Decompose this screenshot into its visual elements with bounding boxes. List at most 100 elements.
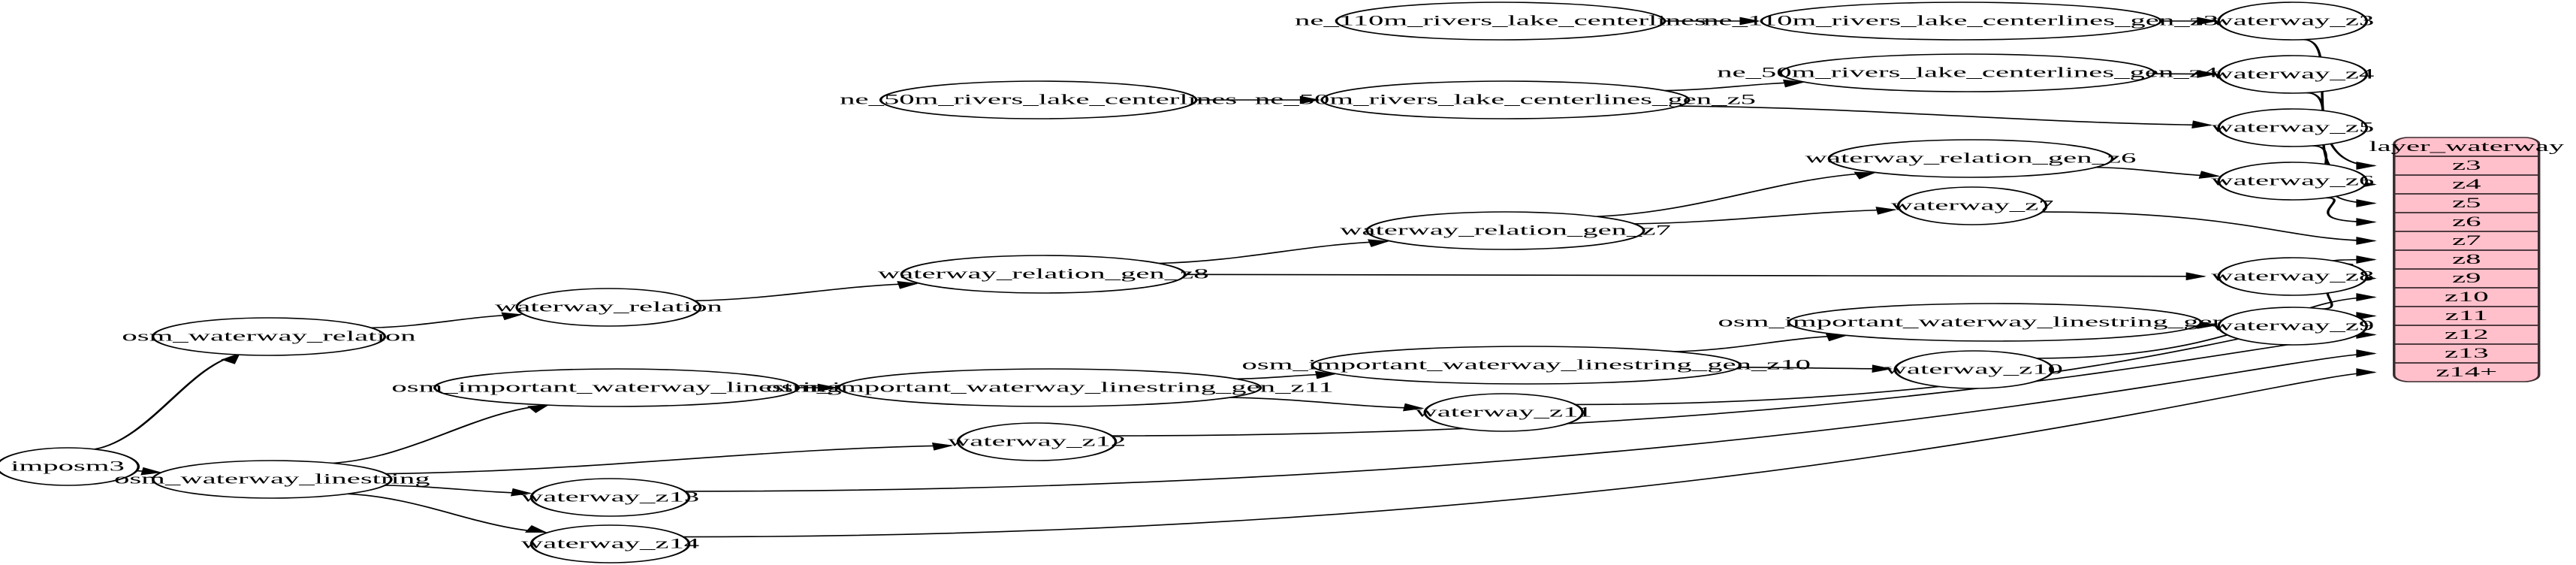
node-ellipse[interactable] bbox=[529, 478, 691, 517]
edge-arrowhead bbox=[2356, 312, 2377, 320]
graph-node-ne_50m_rivers_lake_centerlines_gen_z5[interactable]: ne_50m_rivers_lake_centerlines_gen_z5 bbox=[1255, 80, 1756, 119]
graph-node-waterway_z10[interactable]: waterway_z10 bbox=[1885, 350, 2063, 389]
graph-node-waterway_z12[interactable]: waterway_z12 bbox=[948, 422, 1126, 461]
table-row-z5[interactable]: z5 bbox=[2452, 195, 2481, 210]
table-row-z4[interactable]: z4 bbox=[2452, 176, 2481, 192]
node-label: osm_important_waterway_linestring_gen_z9 bbox=[1718, 314, 2272, 330]
edge-arrowhead bbox=[510, 488, 532, 497]
node-ellipse[interactable] bbox=[2217, 162, 2369, 201]
node-ellipse[interactable] bbox=[0, 447, 140, 486]
graph-node-waterway_z4[interactable]: waterway_z4 bbox=[2211, 55, 2374, 94]
table-row-z12[interactable]: z12 bbox=[2445, 326, 2489, 342]
graph-node-waterway_z11[interactable]: waterway_z11 bbox=[1415, 393, 1592, 432]
graph-node-ne_50m_rivers_lake_centerlines[interactable]: ne_50m_rivers_lake_centerlines bbox=[840, 80, 1237, 119]
edge-arrowhead bbox=[1854, 171, 1877, 180]
graph-edge bbox=[683, 371, 2375, 538]
node-ellipse[interactable] bbox=[879, 80, 1198, 119]
table-row-z3[interactable]: z3 bbox=[2452, 157, 2481, 173]
table-row-z8[interactable]: z8 bbox=[2452, 251, 2481, 267]
graph-edge bbox=[1158, 240, 1388, 264]
table-row-z9[interactable]: z9 bbox=[2452, 270, 2481, 286]
graph-node-waterway_z9[interactable]: waterway_z9 bbox=[2211, 307, 2374, 346]
node-ellipse[interactable] bbox=[2217, 307, 2369, 346]
edge-arrowhead bbox=[897, 281, 919, 289]
graph-node-osm_important_waterway_linestring[interactable]: osm_important_waterway_linestring bbox=[391, 368, 842, 407]
node-ellipse[interactable] bbox=[1787, 303, 2203, 342]
node-ellipse[interactable] bbox=[1335, 2, 1667, 41]
edge-arrowhead bbox=[1872, 364, 1893, 373]
node-ellipse[interactable] bbox=[2217, 108, 2369, 147]
node-label: ne_110m_rivers_lake_centerlines_gen_z3 bbox=[1703, 13, 2219, 29]
node-ellipse[interactable] bbox=[956, 422, 1118, 461]
graph-node-waterway_relation_gen_z6[interactable]: waterway_relation_gen_z6 bbox=[1805, 139, 2137, 178]
table-row-z11[interactable]: z11 bbox=[2445, 307, 2488, 323]
graph-node-osm_important_waterway_linestring_gen_z11[interactable]: osm_important_waterway_linestring_gen_z1… bbox=[766, 368, 1334, 407]
node-ellipse[interactable] bbox=[2217, 55, 2369, 94]
graph-node-osm_important_waterway_linestring_gen_z10[interactable]: osm_important_waterway_linestring_gen_z1… bbox=[1242, 346, 1811, 385]
graph-node-waterway_relation_gen_z8[interactable]: waterway_relation_gen_z8 bbox=[878, 255, 1209, 294]
graph-node-waterway_relation_gen_z7[interactable]: waterway_relation_gen_z7 bbox=[1340, 211, 1671, 250]
edge-arrowhead bbox=[2356, 218, 2377, 226]
graph-node-imposm3[interactable]: imposm3 bbox=[0, 447, 140, 486]
graph-node-osm_waterway_linestring[interactable]: osm_waterway_linestring bbox=[114, 460, 430, 499]
edge-arrowhead bbox=[1299, 95, 1321, 104]
graph-node-ne_110m_rivers_lake_centerlines_gen_z3[interactable]: ne_110m_rivers_lake_centerlines_gen_z3 bbox=[1703, 2, 2219, 41]
edge-arrowhead bbox=[524, 524, 547, 533]
node-label: ne_50m_rivers_lake_centerlines bbox=[840, 92, 1237, 107]
edge-arrowhead bbox=[1783, 79, 1805, 88]
node-label: waterway_z10 bbox=[1885, 361, 2063, 377]
graph-edge bbox=[1184, 273, 2205, 277]
edge-arrowhead bbox=[221, 354, 240, 364]
node-ellipse[interactable] bbox=[151, 317, 387, 356]
node-ellipse[interactable] bbox=[1827, 139, 2114, 178]
graph-node-waterway_z8[interactable]: waterway_z8 bbox=[2211, 257, 2374, 296]
node-ellipse[interactable] bbox=[1423, 393, 1585, 432]
graph-node-osm_waterway_relation[interactable]: osm_waterway_relation bbox=[122, 317, 416, 356]
graph-edge bbox=[1596, 172, 1875, 217]
node-ellipse[interactable] bbox=[515, 288, 702, 327]
table-row-z10[interactable]: z10 bbox=[2445, 289, 2489, 304]
node-label: osm_important_waterway_linestring bbox=[391, 379, 841, 395]
table-row-z7[interactable]: z7 bbox=[2452, 232, 2481, 248]
node-ellipse[interactable] bbox=[900, 255, 1187, 294]
edge-arrowhead bbox=[526, 404, 550, 413]
graph-node-waterway_z6[interactable]: waterway_z6 bbox=[2211, 162, 2374, 201]
node-ellipse[interactable] bbox=[2217, 2, 2369, 41]
node-ellipse[interactable] bbox=[1311, 346, 1742, 385]
graph-node-waterway_z14[interactable]: waterway_z14 bbox=[521, 524, 700, 563]
graph-node-ne_110m_rivers_lake_centerlines[interactable]: ne_110m_rivers_lake_centerlines bbox=[1295, 2, 1706, 41]
node-ellipse[interactable] bbox=[433, 368, 801, 407]
node-label: ne_50m_rivers_lake_centerlines_gen_z5 bbox=[1255, 92, 1756, 107]
node-label: ne_50m_rivers_lake_centerlines_gen_z4 bbox=[1717, 65, 2218, 80]
node-ellipse[interactable] bbox=[1760, 2, 2162, 41]
node-label: osm_important_waterway_linestring_gen_z1… bbox=[766, 379, 1334, 395]
graph-edge bbox=[2042, 211, 2375, 242]
edge-arrowhead bbox=[2356, 368, 2377, 376]
graph-node-osm_important_waterway_linestring_gen_z9[interactable]: osm_important_waterway_linestring_gen_z9 bbox=[1718, 303, 2272, 342]
node-ellipse[interactable] bbox=[1896, 186, 2048, 225]
node-ellipse[interactable] bbox=[1779, 53, 2156, 92]
node-ellipse[interactable] bbox=[1320, 80, 1691, 119]
graph-node-waterway_z13[interactable]: waterway_z13 bbox=[521, 478, 699, 517]
graph-node-waterway_relation[interactable]: waterway_relation bbox=[495, 288, 722, 327]
node-ellipse[interactable] bbox=[151, 460, 393, 499]
graph-edge bbox=[371, 313, 521, 329]
node-label: osm_waterway_linestring bbox=[114, 471, 430, 487]
graph-edge bbox=[348, 493, 546, 533]
graph-node-ne_50m_rivers_lake_centerlines_gen_z4[interactable]: ne_50m_rivers_lake_centerlines_gen_z4 bbox=[1717, 53, 2218, 92]
graph-edge bbox=[2326, 197, 2375, 223]
node-ellipse[interactable] bbox=[837, 368, 1262, 407]
graph-edge bbox=[385, 445, 952, 475]
edge-arrowhead bbox=[1368, 239, 1390, 247]
table-row-z13[interactable]: z13 bbox=[2445, 345, 2489, 361]
node-ellipse[interactable] bbox=[529, 524, 691, 563]
graph-node-waterway_z3[interactable]: waterway_z3 bbox=[2211, 2, 2374, 41]
node-ellipse[interactable] bbox=[1365, 211, 1645, 250]
node-ellipse[interactable] bbox=[1893, 350, 2054, 389]
table-row-z6[interactable]: z6 bbox=[2452, 213, 2481, 229]
graph-node-waterway_z7[interactable]: waterway_z7 bbox=[1891, 186, 2054, 225]
node-ellipse[interactable] bbox=[2217, 257, 2369, 296]
graph-node-waterway_z5[interactable]: waterway_z5 bbox=[2211, 108, 2374, 147]
table-row-z14+[interactable]: z14+ bbox=[2436, 364, 2497, 379]
